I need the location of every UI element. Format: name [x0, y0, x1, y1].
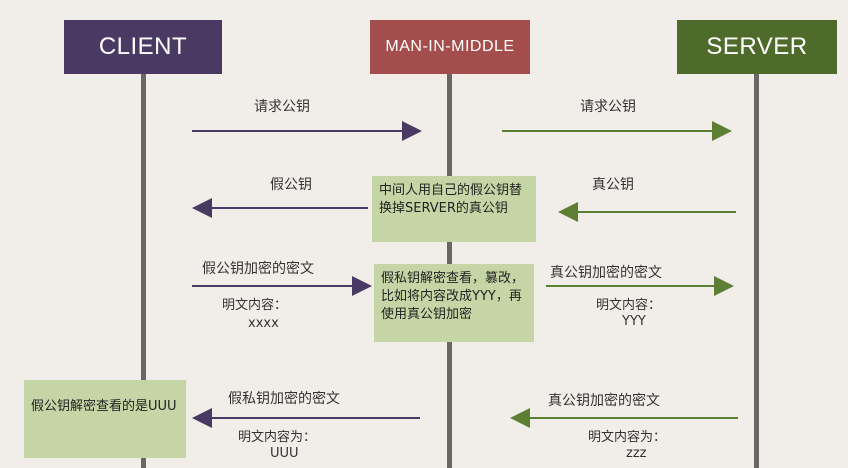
label-real-key-encrypted-2: 真公钥加密的密文	[548, 393, 660, 409]
mitm-actor: MAN-IN-MIDDLE	[370, 20, 530, 74]
label-plaintext-2: 明文内容：	[596, 298, 662, 313]
label-fake-key: 假公钥	[270, 177, 312, 193]
note-swap-key: 中间人用自己的假公钥替换掉SERVER的真公钥	[372, 176, 536, 242]
server-lifeline	[754, 74, 759, 468]
label-plaintext-4: 明文内容为：	[588, 430, 667, 445]
server-actor: SERVER	[677, 20, 837, 74]
client-actor: CLIENT	[64, 20, 222, 74]
note-client-view: 假公钥解密查看的是UUU	[24, 380, 186, 458]
value-plaintext-2: YYY	[622, 314, 646, 329]
label-real-key-encrypted-1: 真公钥加密的密文	[550, 265, 662, 281]
label-fake-private-encrypted: 假私钥加密的密文	[228, 391, 340, 407]
note-client-view-text: 假公钥解密查看的是UUU	[31, 399, 177, 414]
label-real-key: 真公钥	[592, 177, 634, 193]
value-plaintext-3: UUU	[270, 446, 299, 461]
label-plaintext-1: 明文内容：	[222, 298, 288, 313]
label-plaintext-3: 明文内容为：	[238, 430, 317, 445]
label-mitm-request: 请求公钥	[580, 99, 636, 115]
value-plaintext-1: xxxx	[248, 316, 279, 331]
client-lifeline	[141, 74, 146, 468]
value-plaintext-4: zzz	[626, 446, 647, 461]
label-fake-key-encrypted: 假公钥加密的密文	[202, 261, 314, 277]
note-swap-key-text: 中间人用自己的假公钥替换掉SERVER的真公钥	[379, 183, 523, 216]
note-tamper: 假私钥解密查看，篡改，比如将内容改成YYY，再使用真公钥加密	[374, 264, 534, 342]
note-tamper-text: 假私钥解密查看，篡改，比如将内容改成YYY，再使用真公钥加密	[381, 271, 525, 322]
label-client-request: 请求公钥	[254, 99, 310, 115]
